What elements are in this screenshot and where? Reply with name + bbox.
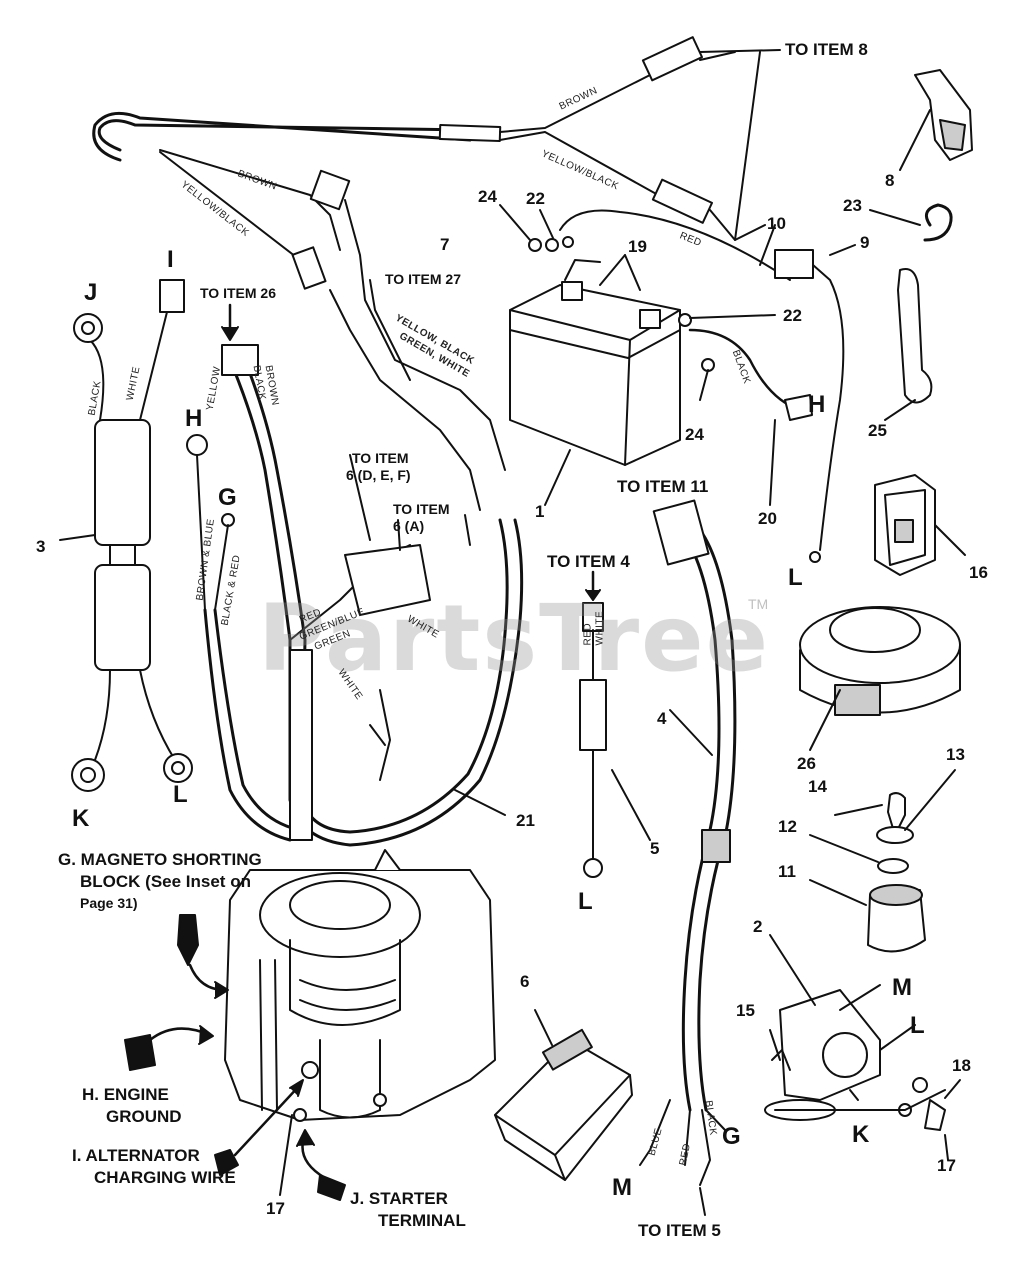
letter-g-bottom: G — [722, 1123, 741, 1150]
part-number-20: 20 — [758, 509, 777, 528]
letter-g-left: G — [218, 484, 237, 511]
part-item-26 — [799, 606, 961, 751]
lead-item-5 — [579, 577, 651, 878]
battery-item-1 — [509, 259, 681, 506]
part-number-21: 21 — [516, 811, 535, 830]
part-number-23: 23 — [843, 196, 862, 215]
callout-to-item-5: TO ITEM 5 — [638, 1221, 721, 1240]
letter-l-right: L — [788, 564, 803, 591]
harness-item-7 — [92, 36, 766, 511]
letter-i-top: I — [167, 246, 174, 273]
engine-label-g-line1: G. MAGNETO SHORTING — [58, 850, 262, 869]
part-number-25: 25 — [868, 421, 887, 440]
part-item-8 — [899, 69, 973, 171]
letter-l-mid: L — [578, 888, 593, 915]
letter-l-switch: L — [910, 1012, 925, 1039]
part-number-9: 9 — [860, 233, 870, 252]
connector-item-6 — [494, 1009, 633, 1181]
leader-to-item-8-b — [734, 51, 761, 241]
wire-label-red-5: RED — [582, 622, 594, 646]
letter-k-switch: K — [852, 1121, 870, 1148]
callout-to-item-11: TO ITEM 11 — [617, 477, 709, 496]
part-number-1: 1 — [535, 502, 545, 521]
wire-label-white-5: WHITE — [594, 610, 606, 646]
part-item-25 — [884, 268, 933, 421]
part-number-10: 10 — [767, 214, 786, 233]
engine-callouts — [124, 914, 346, 1201]
part-number-3: 3 — [36, 537, 46, 556]
part-number-19: 19 — [628, 237, 647, 256]
part-number-22-right: 22 — [783, 306, 802, 325]
part-number-4: 4 — [657, 709, 667, 728]
callout-to-item-6a-line2: 6 (A) — [393, 518, 425, 534]
letter-k-left: K — [72, 805, 90, 832]
part-number-6: 6 — [520, 972, 530, 991]
part-item-9-10 — [559, 209, 856, 563]
letter-h-left: H — [185, 405, 203, 432]
part-number-16: 16 — [969, 563, 988, 582]
engine-label-g-line3: Page 31) — [80, 895, 138, 911]
part-number-15: 15 — [736, 1001, 755, 1020]
callout-to-item-6def-line2: 6 (D, E, F) — [346, 467, 411, 483]
letter-m-bottom: M — [612, 1174, 632, 1201]
part-number-2: 2 — [753, 917, 763, 936]
engine-label-g-line2: BLOCK (See Inset on — [80, 872, 251, 891]
part-item-23 — [923, 203, 953, 242]
part-number-12: 12 — [778, 817, 797, 836]
engine-label-i-line1: I. ALTERNATOR — [72, 1146, 200, 1165]
engine-label-j-line1: J. STARTER — [350, 1189, 448, 1208]
key-switch-assembly — [809, 769, 956, 953]
letter-j-top: J — [84, 279, 98, 306]
engine-drawing — [224, 849, 496, 1122]
part-number-18: 18 — [952, 1056, 971, 1075]
callout-to-item-4: TO ITEM 4 — [547, 552, 630, 571]
engine-label-j-line2: TERMINAL — [378, 1211, 466, 1230]
letter-h-right: H — [808, 391, 826, 418]
callout-to-item-6def-line1: TO ITEM — [352, 450, 409, 466]
part-number-5: 5 — [650, 839, 660, 858]
part-number-7: 7 — [440, 235, 450, 254]
part-item-3 — [59, 279, 193, 792]
engine-label-i-line2: CHARGING WIRE — [94, 1168, 236, 1187]
engine-label-h-line1: H. ENGINE — [82, 1085, 169, 1104]
part-item-2 — [764, 934, 961, 1161]
cable-item-4 — [639, 499, 737, 1186]
callout-to-item-6a-line1: TO ITEM — [393, 501, 450, 517]
harness-item-21 — [186, 344, 524, 847]
part-number-14: 14 — [808, 777, 827, 796]
letter-l-left: L — [173, 781, 188, 808]
part-number-17-engine: 17 — [266, 1199, 285, 1218]
callout-to-item-27: TO ITEM 27 — [385, 271, 461, 287]
watermark-trademark: TM — [748, 596, 769, 612]
watermark-brand: PartsTree — [258, 585, 770, 692]
letter-m-right: M — [892, 974, 912, 1001]
part-item-16 — [874, 474, 966, 576]
part-number-22-top: 22 — [526, 189, 545, 208]
callout-to-item-26: TO ITEM 26 — [200, 285, 276, 301]
part-number-26: 26 — [797, 754, 816, 773]
part-number-17-switch: 17 — [937, 1156, 956, 1175]
part-number-8: 8 — [885, 171, 895, 190]
callout-to-item-8: TO ITEM 8 — [785, 40, 868, 59]
part-number-11: 11 — [778, 862, 796, 881]
cable-item-20 — [688, 328, 802, 412]
part-number-13: 13 — [946, 745, 965, 764]
engine-label-h-line2: GROUND — [106, 1107, 182, 1126]
part-number-24-top: 24 — [478, 187, 497, 206]
leader-to-item-8-a — [699, 49, 781, 53]
part-number-24-right: 24 — [685, 425, 704, 444]
